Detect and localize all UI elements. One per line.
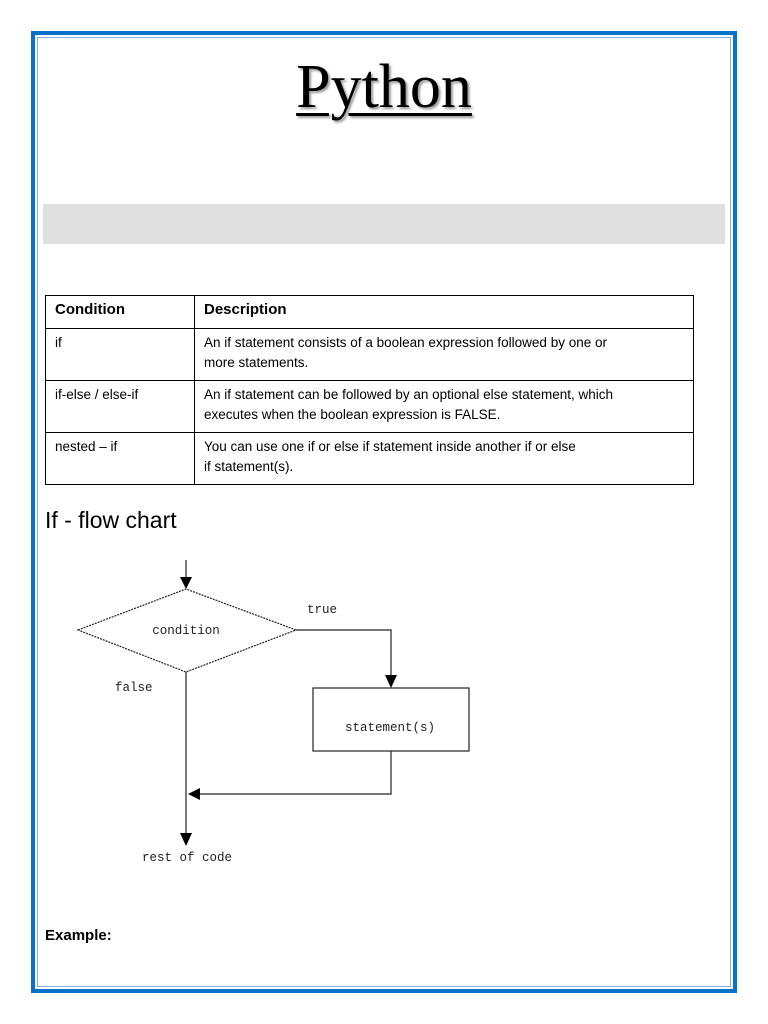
table-row: nested – if You can use one if or else i… [45, 432, 694, 485]
return-line [200, 751, 392, 795]
page-title-text: Python [296, 53, 472, 121]
arrow-down-icon [180, 577, 192, 589]
page-border [31, 31, 737, 993]
description-line: You can use one if or else if statement … [204, 439, 576, 454]
header-condition: Condition [45, 295, 195, 329]
rest-of-code-label: rest of code [142, 851, 232, 865]
flowchart-heading: If - flow chart [45, 507, 177, 533]
arrow-left-icon [188, 788, 200, 800]
false-label: false [115, 681, 153, 695]
table-row: if-else / else-if An if statement can be… [45, 380, 694, 433]
condition-cell: if-else / else-if [45, 380, 195, 433]
true-label: true [307, 603, 337, 617]
description-cell: An if statement can be followed by an op… [194, 380, 694, 433]
description-line: executes when the boolean expression is … [204, 407, 501, 422]
table-row: if An if statement consists of a boolean… [45, 328, 694, 381]
description-line: more statements. [204, 355, 309, 370]
page-border-inner [37, 37, 731, 987]
condition-cell: nested – if [45, 432, 195, 485]
header-description: Description [194, 295, 694, 329]
description-line: if statement(s). [204, 459, 294, 474]
description-cell: You can use one if or else if statement … [194, 432, 694, 485]
condition-label: condition [152, 624, 220, 638]
statement-box [312, 687, 470, 752]
table-header-row: Condition Description [45, 295, 694, 329]
statement-label: statement(s) [345, 721, 435, 735]
description-line: An if statement consists of a boolean ex… [204, 335, 607, 350]
section-bar [43, 204, 725, 244]
page-title: Python [0, 52, 768, 122]
true-line [296, 629, 392, 676]
arrow-down-icon [385, 675, 397, 688]
conditions-table: Condition Description if An if statement… [45, 295, 694, 485]
description-line: An if statement can be followed by an op… [204, 387, 613, 402]
arrow-down-icon [180, 833, 192, 846]
example-label: Example: [45, 927, 112, 944]
